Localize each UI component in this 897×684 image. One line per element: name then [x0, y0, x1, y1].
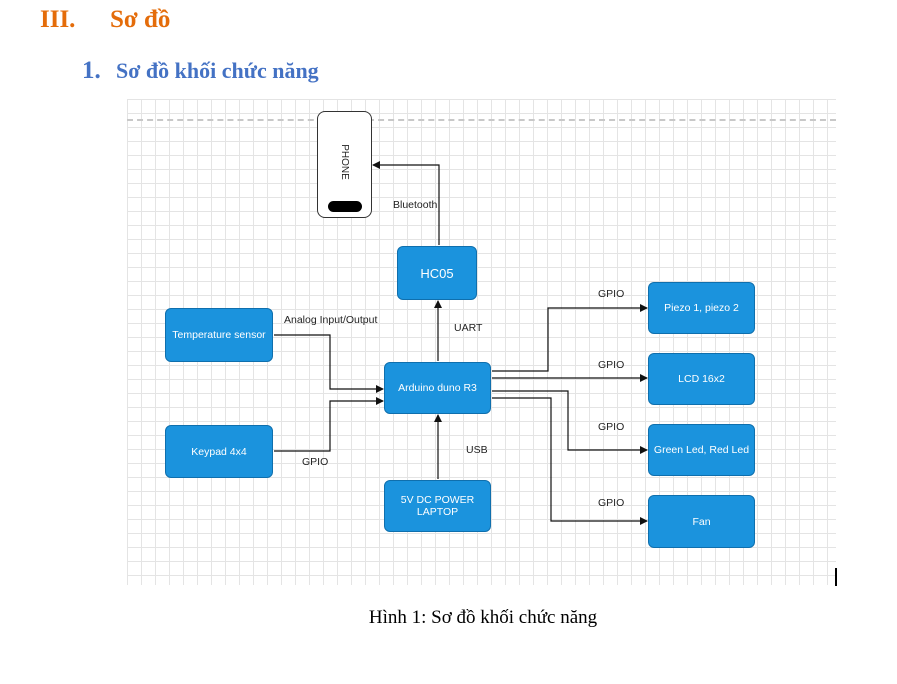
fan-node: Fan: [648, 495, 755, 548]
piezo-connector: [492, 304, 648, 372]
figure-caption: Hình 1: Sơ đồ khối chức năng: [368, 607, 598, 628]
lcd-node: LCD 16x2: [648, 353, 755, 405]
subsection-title: Sơ đồ khối chức năng: [116, 58, 319, 83]
connector-lines: [274, 161, 648, 525]
leds-gpio-label: GPIO: [598, 421, 625, 433]
section-title: Sơ đồ: [110, 6, 171, 33]
phone-home-button-icon: [328, 201, 362, 212]
fan-gpio-label: GPIO: [598, 497, 625, 509]
text-cursor: [835, 568, 837, 586]
phone-label: PHONE: [339, 144, 351, 180]
usb-label: USB: [466, 444, 488, 456]
lcd-gpio-label: GPIO: [598, 359, 625, 371]
analog-io-label: Analog Input/Output: [284, 314, 378, 326]
piezo-gpio-label: GPIO: [598, 288, 625, 300]
keypad-node: Keypad 4x4: [165, 425, 273, 478]
leds-node: Green Led, Red Led: [648, 424, 755, 476]
block-diagram: PHONE HC05 Arduino duno R3 Temperature s…: [127, 99, 836, 585]
keypad-gpio-label: GPIO: [302, 456, 329, 468]
power-node: 5V DC POWER LAPTOP: [384, 480, 491, 532]
piezo-node: Piezo 1, piezo 2: [648, 282, 755, 334]
fan-connector: [492, 397, 648, 525]
subsection-heading: 1. Sơ đồ khối chức năng: [82, 57, 319, 85]
section-heading: III. Sơ đồ: [40, 6, 170, 34]
subsection-number: 1.: [82, 57, 101, 84]
page-boundary-dashed-line: [127, 119, 836, 121]
temperature-connector: [274, 334, 384, 393]
keypad-connector: [274, 397, 384, 452]
hc05-node: HC05: [397, 246, 477, 300]
section-number: III.: [40, 6, 76, 33]
arduino-node: Arduino duno R3: [384, 362, 491, 414]
bluetooth-label: Bluetooth: [393, 199, 438, 211]
leds-connector: [492, 390, 648, 454]
uart-label: UART: [454, 322, 483, 334]
bluetooth-connector: [372, 161, 440, 245]
temperature-sensor-node: Temperature sensor: [165, 308, 273, 362]
phone-node: PHONE: [317, 111, 372, 218]
